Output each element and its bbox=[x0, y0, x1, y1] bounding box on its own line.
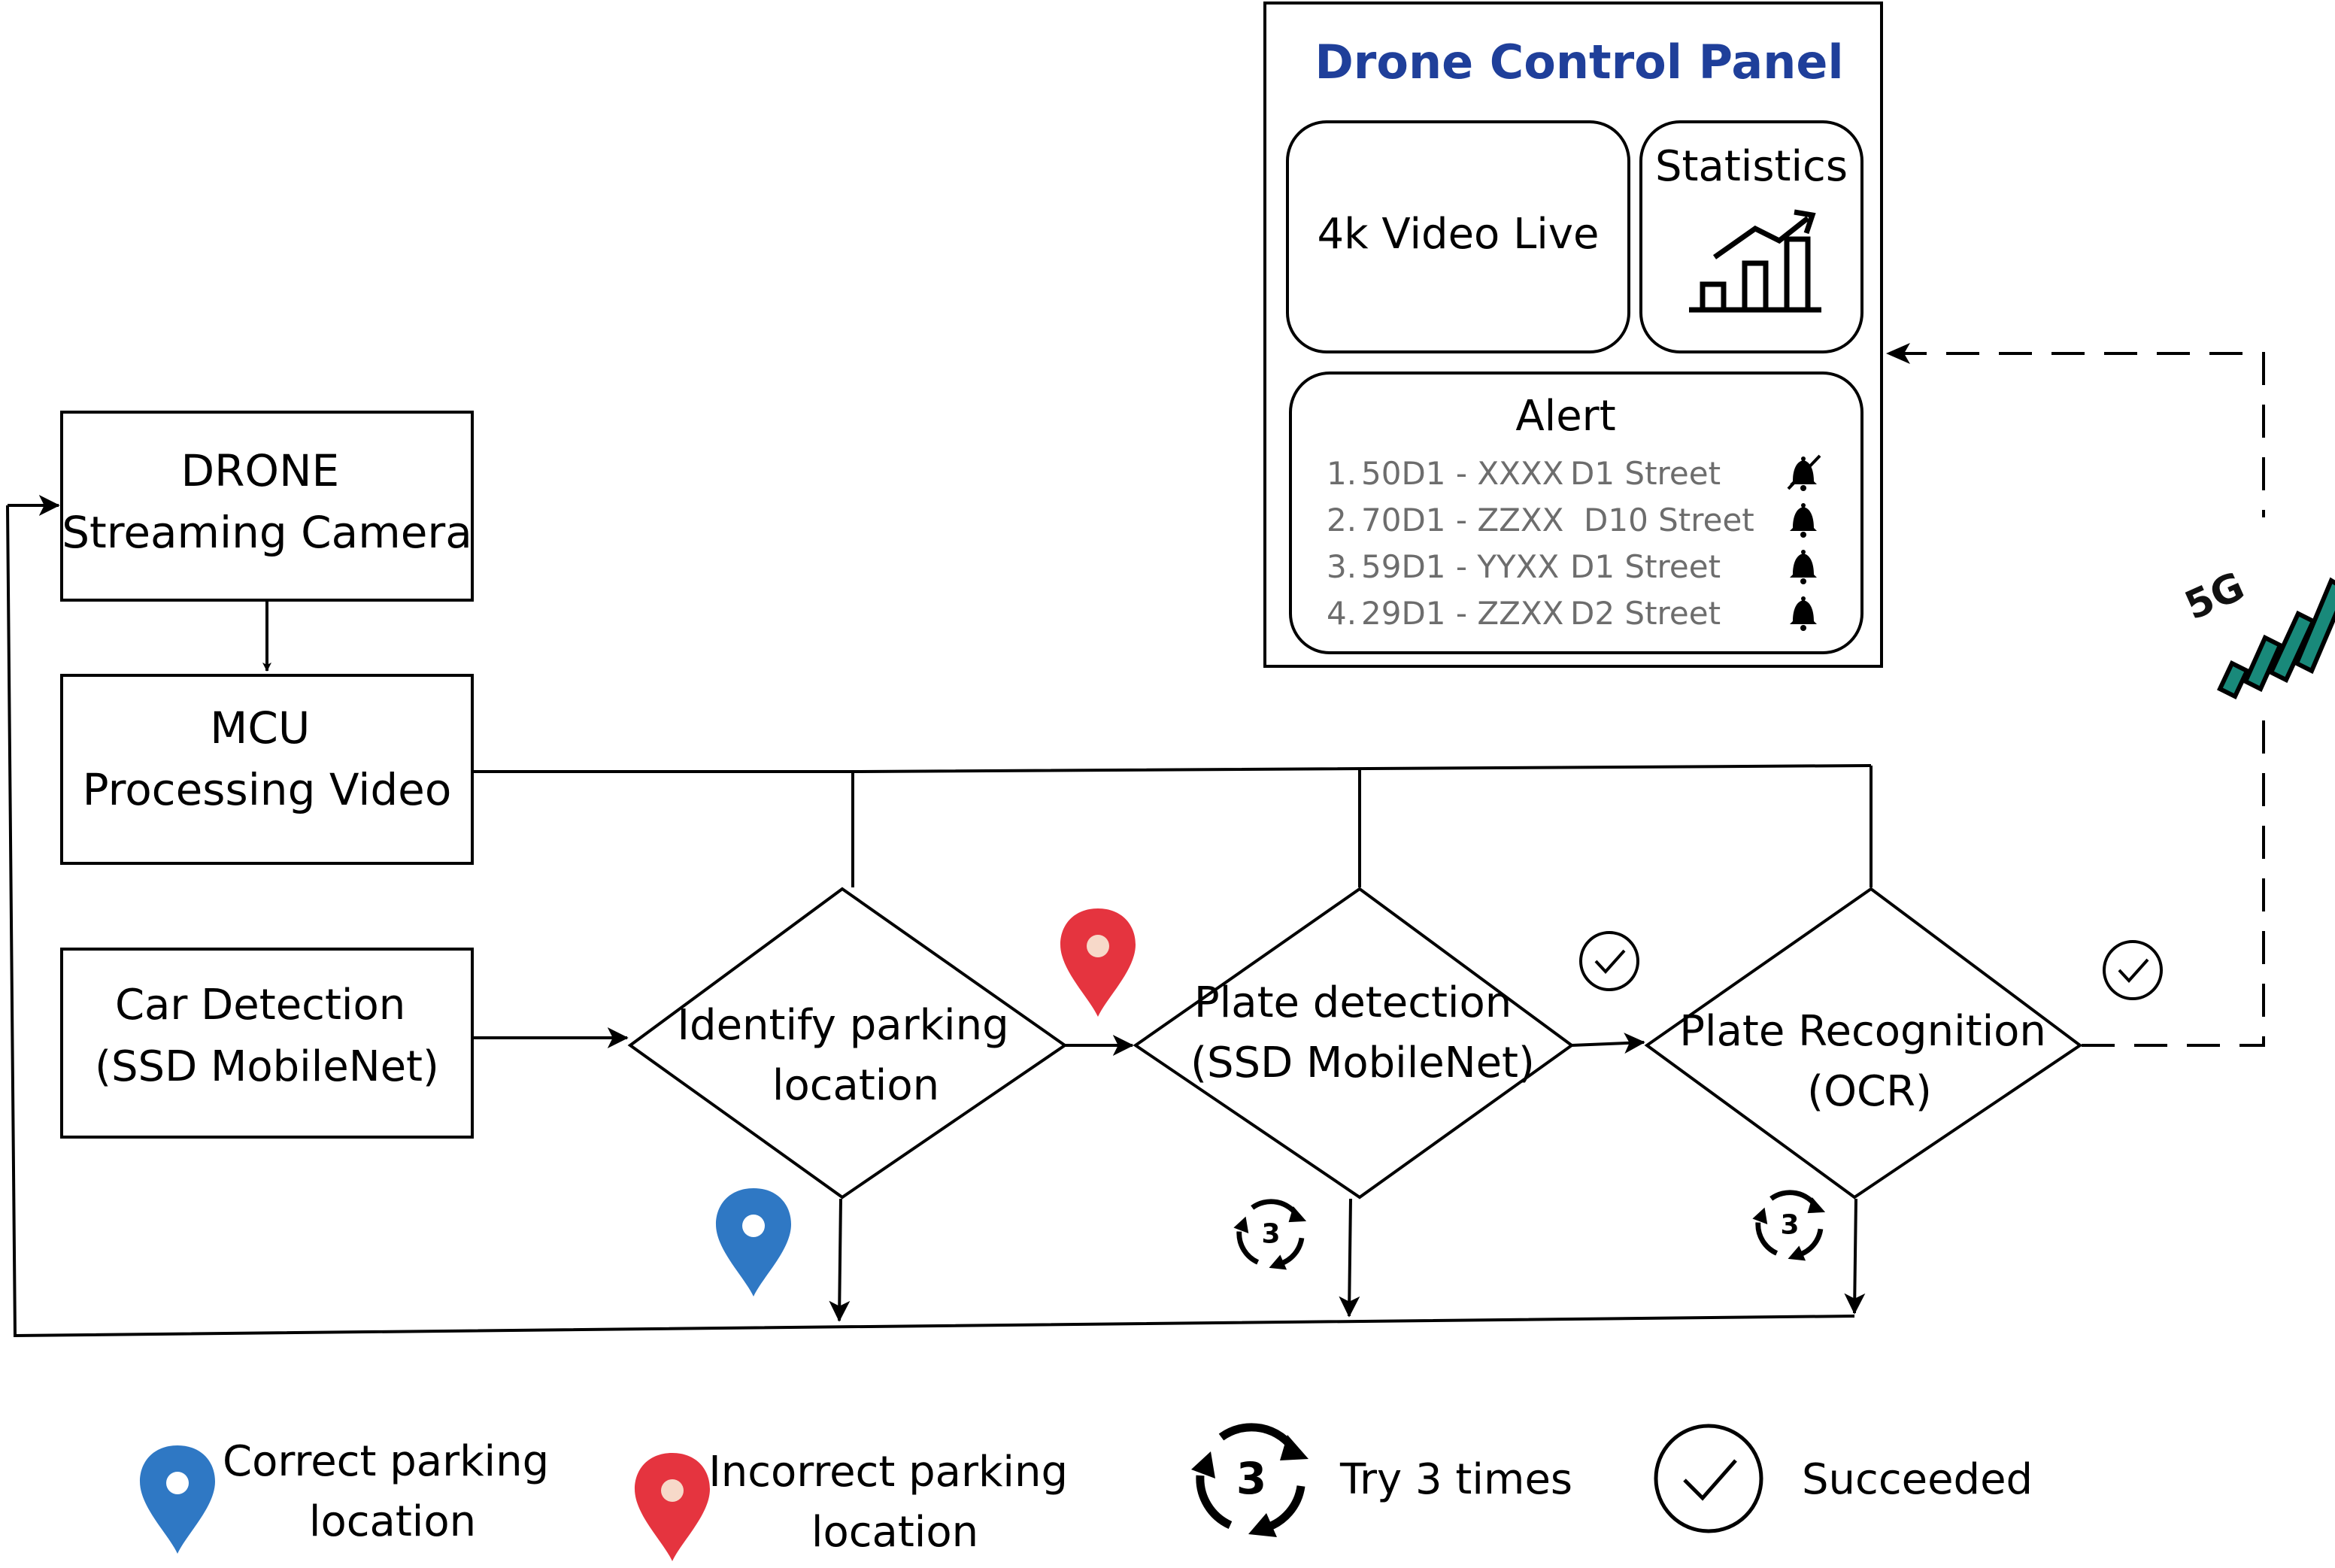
drone-camera-box: DRONE Streaming Camera bbox=[60, 411, 474, 602]
drone-title: DRONE bbox=[180, 445, 339, 496]
svg-text:Plate Recognition (OCR): Plate Recognition (OCR) bbox=[1679, 1007, 2059, 1116]
plate-detection-decision: Plate detection (SSD MobileNet) bbox=[1133, 887, 1575, 1200]
identify-line-2: location bbox=[772, 1061, 939, 1110]
alert-item-index: 4. bbox=[1327, 595, 1357, 632]
retry-three-times-icon: 3 bbox=[1233, 1199, 1307, 1270]
flow-connectors bbox=[6, 352, 2265, 1338]
plate-recognition-line-2: (OCR) bbox=[1807, 1067, 1932, 1116]
legend-incorrect-line-1: Incorrect parking bbox=[708, 1448, 1068, 1497]
incorrect-parking-pin bbox=[1060, 908, 1136, 1017]
statistics-label: Statistics bbox=[1655, 142, 1848, 191]
legend-succeeded-check-icon bbox=[1654, 1424, 1763, 1533]
correct-parking-pin bbox=[716, 1188, 791, 1297]
video-live-tile[interactable]: 4k Video Live bbox=[1286, 120, 1630, 353]
panel-arrowhead bbox=[1886, 343, 1910, 364]
alert-item-street: D1 Street bbox=[1570, 455, 1721, 492]
signal-5g-icon: 5G bbox=[2170, 517, 2335, 707]
plate-recognition-decision: Plate Recognition (OCR) bbox=[1644, 887, 2083, 1200]
alert-item-index: 3. bbox=[1327, 548, 1357, 585]
mcu-subtitle: Processing Video bbox=[83, 764, 452, 815]
alert-item-index: 1. bbox=[1327, 455, 1357, 492]
legend-incorrect-line-2: location bbox=[811, 1508, 978, 1557]
legend-succeeded-label: Succeeded bbox=[1802, 1455, 2033, 1504]
retry-count: 3 bbox=[1780, 1209, 1799, 1240]
statistics-tile[interactable]: Statistics bbox=[1639, 120, 1863, 353]
bell-icon[interactable] bbox=[1790, 596, 1817, 631]
plate-detection-line-1: Plate detection bbox=[1194, 978, 1512, 1027]
car-detection-title: Car Detection bbox=[115, 981, 405, 1030]
mcu-title: MCU bbox=[210, 702, 310, 754]
mcu-box: MCU Processing Video bbox=[60, 674, 474, 865]
video-live-label: 4k Video Live bbox=[1318, 210, 1600, 259]
identify-parking-decision: Identify parking location bbox=[627, 887, 1068, 1200]
legend-correct-line-1: Correct parking bbox=[223, 1437, 549, 1486]
alert-title: Alert bbox=[1515, 392, 1615, 441]
legend-try-label: Try 3 times bbox=[1339, 1455, 1572, 1504]
car-detection-subtitle: (SSD MobileNet) bbox=[95, 1042, 439, 1091]
legend-retry-icon: 3 bbox=[1191, 1423, 1309, 1537]
legend: Correct parking location Incorrect parki… bbox=[140, 1423, 2033, 1561]
succeeded-check-icon bbox=[1579, 931, 1639, 991]
alert-item-street: D1 Street bbox=[1570, 548, 1721, 585]
bell-icon[interactable] bbox=[1790, 503, 1817, 538]
alert-item-plate: 29D1 - ZZXX bbox=[1361, 595, 1563, 632]
legend-correct-line-2: location bbox=[309, 1497, 476, 1546]
svg-text:Incorrect parking locati: Incorrect parking location bbox=[708, 1448, 1081, 1557]
alert-item-plate: 50D1 - XXXX bbox=[1361, 455, 1563, 492]
drone-subtitle: Streaming Camera bbox=[62, 507, 472, 558]
bell-icon[interactable] bbox=[1790, 550, 1817, 584]
legend-retry-count: 3 bbox=[1236, 1453, 1266, 1504]
retry-three-times-icon: 3 bbox=[1752, 1190, 1826, 1261]
alert-item[interactable]: 3.59D1 - YYXX D1 Street bbox=[1327, 548, 1817, 585]
svg-text:DRONE Streaming Camera: DRONE Streaming Camera bbox=[62, 445, 472, 558]
alert-item-street: D10 Street bbox=[1584, 502, 1754, 538]
alert-item-plate: 70D1 - ZZXX bbox=[1361, 502, 1563, 538]
identify-line-1: Identify parking bbox=[678, 1001, 1009, 1050]
succeeded-check-icon bbox=[2103, 940, 2163, 1000]
plate-detection-line-2: (SSD MobileNet) bbox=[1190, 1039, 1535, 1087]
alert-item-index: 2. bbox=[1327, 502, 1357, 538]
svg-text:Car Detection (SSD Mobil: Car Detection (SSD MobileNet) bbox=[95, 981, 439, 1091]
legend-correct-pin-icon bbox=[140, 1445, 215, 1554]
svg-text:MCU Processing Video: MCU Processing Video bbox=[83, 702, 452, 815]
legend-incorrect-pin-icon bbox=[635, 1453, 710, 1561]
alert-tile: Alert bbox=[1289, 372, 1863, 654]
alert-item-plate: 59D1 - YYXX bbox=[1361, 548, 1559, 585]
panel-title: Drone Control Panel bbox=[1315, 35, 1843, 89]
bell-muted-icon[interactable] bbox=[1787, 454, 1821, 491]
retry-count: 3 bbox=[1261, 1218, 1280, 1249]
svg-text:Plate detection (SSD Mob: Plate detection (SSD MobileNet) bbox=[1190, 978, 1535, 1087]
statistics-chart-icon bbox=[1689, 209, 1821, 313]
drone-control-panel: Drone Control Panel 4k Video Live Statis… bbox=[1263, 2, 1883, 668]
plate-recognition-line-1: Plate Recognition bbox=[1679, 1007, 2046, 1056]
svg-text:Identify parking locatio: Identify parking location bbox=[678, 1001, 1023, 1110]
alert-item-street: D2 Street bbox=[1570, 595, 1721, 632]
svg-text:Correct parking location: Correct parking location bbox=[223, 1437, 563, 1546]
car-detection-box: Car Detection (SSD MobileNet) bbox=[60, 948, 474, 1139]
alert-item[interactable]: 2.70D1 - ZZXX D10 Street bbox=[1327, 502, 1817, 538]
